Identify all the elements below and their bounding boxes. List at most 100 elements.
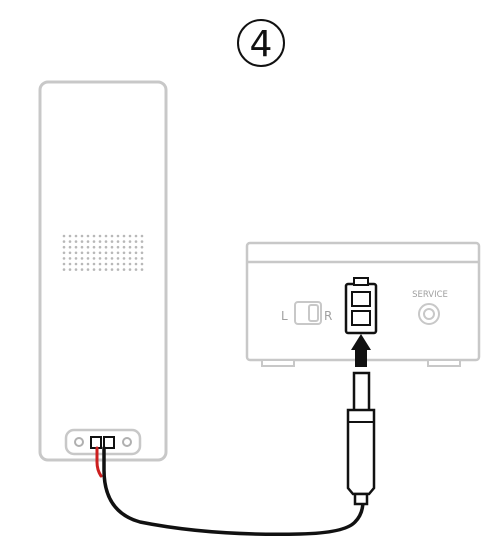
switch-left-label: L xyxy=(281,309,288,323)
grille-dot xyxy=(68,251,72,255)
grille-dot xyxy=(140,240,144,243)
grille-dot xyxy=(140,262,144,266)
speaker-terminal-plate xyxy=(64,428,142,456)
grille-dot xyxy=(86,257,90,260)
grille-dot xyxy=(128,245,132,249)
lr-switch: L R xyxy=(281,301,332,325)
arrow-shaft xyxy=(355,349,367,367)
grille-dot xyxy=(68,240,72,243)
grille-dot xyxy=(92,257,96,260)
terminal-post-right xyxy=(103,436,115,449)
grille-dot xyxy=(104,234,108,238)
grille-dot xyxy=(128,234,132,238)
grille-dot xyxy=(104,268,108,271)
grille-dot xyxy=(80,234,84,238)
plug-tip xyxy=(352,371,371,413)
grille-dot xyxy=(134,268,138,271)
step-circle xyxy=(237,19,285,67)
grille-dot xyxy=(134,240,138,243)
grille-dot xyxy=(80,268,84,271)
grille-dot xyxy=(110,251,114,255)
grille-dot xyxy=(98,240,102,243)
receiver-foot-right xyxy=(427,359,461,367)
grille-dot xyxy=(140,245,144,249)
grille-dot xyxy=(116,262,120,266)
step-indicator: 4 xyxy=(237,19,285,67)
socket-pin-top xyxy=(351,291,371,307)
grille-dot xyxy=(74,268,78,271)
grille-dot xyxy=(68,245,72,249)
grille-dot xyxy=(98,257,102,260)
socket-latch xyxy=(353,277,369,286)
grille-dot xyxy=(116,245,120,249)
grille-dot xyxy=(104,245,108,249)
grille-dot xyxy=(122,268,126,271)
grille-dot xyxy=(122,257,126,260)
grille-dot xyxy=(110,268,114,271)
grille-dot xyxy=(134,257,138,260)
grille-dot xyxy=(62,234,66,238)
grille-dot xyxy=(110,262,114,266)
switch-right-label: R xyxy=(324,309,332,323)
grille-dot xyxy=(86,240,90,243)
grille-dot xyxy=(128,240,132,243)
grille-dot xyxy=(134,245,138,249)
grille-dot xyxy=(62,251,66,255)
grille-dot xyxy=(68,257,72,260)
grille-dot xyxy=(140,268,144,271)
grille-dot xyxy=(116,240,120,243)
grille-dot xyxy=(80,251,84,255)
grille-dot xyxy=(86,234,90,238)
grille-dot xyxy=(140,257,144,260)
grille-dot xyxy=(110,245,114,249)
grille-dot xyxy=(92,234,96,238)
arrow-head xyxy=(351,334,371,350)
grille-dot xyxy=(110,240,114,243)
grille-dot xyxy=(134,234,138,238)
grille-dot xyxy=(128,257,132,260)
service-port: SERVICE xyxy=(412,290,448,325)
grille-dot xyxy=(104,257,108,260)
terminal-post-left xyxy=(90,436,102,449)
grille-dot xyxy=(74,251,78,255)
grille-dot xyxy=(74,240,78,243)
grille-dot xyxy=(134,251,138,255)
grille-dot xyxy=(80,262,84,266)
grille-dot xyxy=(86,262,90,266)
grille-dot xyxy=(104,240,108,243)
grille-dot xyxy=(134,262,138,266)
grille-dot xyxy=(80,257,84,260)
grille-dot xyxy=(110,234,114,238)
service-port-inner xyxy=(423,308,435,320)
grille-dot xyxy=(68,234,72,238)
grille-dot xyxy=(62,245,66,249)
grille-dot xyxy=(128,262,132,266)
grille-dot xyxy=(68,268,72,271)
grille-dot xyxy=(116,251,120,255)
grille-dot xyxy=(62,257,66,260)
grille-dot xyxy=(122,240,126,243)
grille-dot xyxy=(62,240,66,243)
grille-dot xyxy=(74,257,78,260)
wire-black xyxy=(102,446,365,536)
grille-dot xyxy=(86,245,90,249)
grille-dot xyxy=(122,234,126,238)
grille-dot xyxy=(86,268,90,271)
grille-dot xyxy=(98,245,102,249)
grille-dot xyxy=(74,262,78,266)
switch-slider xyxy=(308,304,319,322)
grille-dot xyxy=(92,245,96,249)
receiver: L R SERVICE xyxy=(245,241,481,367)
plug-strain-relief xyxy=(353,492,369,506)
grille-dot xyxy=(140,234,144,238)
step-number: 4 xyxy=(250,24,273,65)
grille-dot xyxy=(104,262,108,266)
grille-dot xyxy=(68,262,72,266)
grille-dot xyxy=(62,268,66,271)
grille-dot xyxy=(80,245,84,249)
speaker-input-socket xyxy=(344,277,378,335)
grille-dot xyxy=(98,251,102,255)
grille-dot xyxy=(116,234,120,238)
wire-red xyxy=(95,446,103,478)
